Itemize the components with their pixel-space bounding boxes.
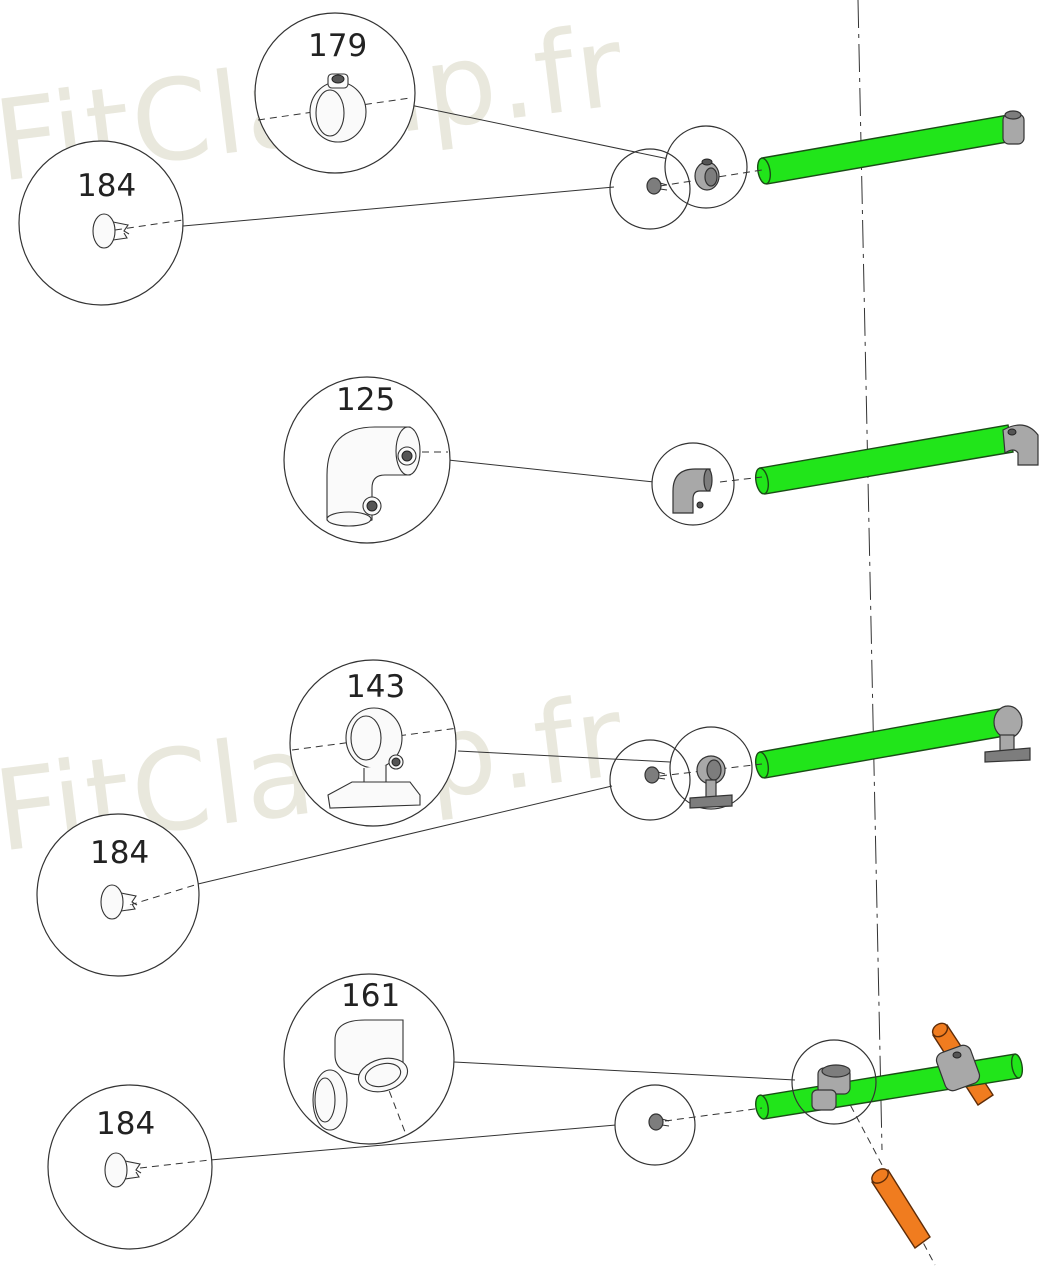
callout-number-184-mid: 184	[90, 835, 149, 871]
leader-line-184-mid	[197, 785, 613, 885]
tee-161-small	[811, 1064, 851, 1111]
callout-number-143: 143	[346, 669, 405, 705]
green-tube-row-2	[754, 424, 1014, 495]
ring-179-small	[694, 158, 720, 191]
elbow-fitting-right-row-2	[1002, 424, 1039, 466]
end-ring-fitting-right-row-1	[1002, 110, 1025, 145]
end-cap-184-illustration-top	[92, 213, 130, 249]
callout-circle-184-bot	[47, 1084, 213, 1250]
ring-clamp-179-illustration	[309, 73, 367, 143]
end-cap-184-small-bot	[648, 1113, 670, 1131]
end-cap-184-small-mid	[644, 766, 666, 784]
detail-circle-cap-184-mid	[609, 739, 691, 821]
callout-number-161: 161	[341, 978, 400, 1014]
callout-number-179: 179	[308, 28, 367, 64]
base-flange-143-illustration	[327, 707, 421, 809]
leader-line-161	[453, 1061, 796, 1081]
leader-line-184-bot	[209, 1124, 617, 1161]
leader-line-179	[409, 104, 684, 163]
base-flange-143-small	[689, 755, 733, 809]
base-flange-fitting-right-row-3	[984, 705, 1031, 763]
tee-fitting-161-illustration	[312, 1019, 409, 1131]
callout-143-axis	[291, 727, 459, 751]
center-axis-line	[857, 0, 883, 1151]
leader-line-184-top	[182, 186, 615, 227]
green-tube-row-3	[754, 707, 1011, 779]
callout-number-184-bot: 184	[96, 1106, 155, 1142]
green-tube-row-1	[756, 114, 1014, 185]
end-cap-184-illustration-mid	[100, 884, 138, 920]
elbow-125-small	[672, 468, 713, 514]
end-cap-184-illustration-bot	[104, 1152, 142, 1188]
detail-circle-cap-184-top	[609, 148, 691, 230]
callout-number-184-top: 184	[77, 168, 136, 204]
elbow-fitting-125-illustration	[326, 426, 421, 527]
assembly-dash-row-4	[664, 1107, 763, 1122]
cross-fitting-right-row-4	[935, 1044, 981, 1092]
detail-circle-tee-161	[791, 1039, 877, 1125]
callout-161-axis	[384, 1079, 406, 1133]
callout-number-125: 125	[336, 382, 395, 418]
leader-line-143	[457, 750, 671, 763]
leader-line-125	[447, 459, 655, 483]
end-cap-184-small-top	[646, 177, 668, 195]
orange-tube-lower	[871, 1168, 931, 1250]
